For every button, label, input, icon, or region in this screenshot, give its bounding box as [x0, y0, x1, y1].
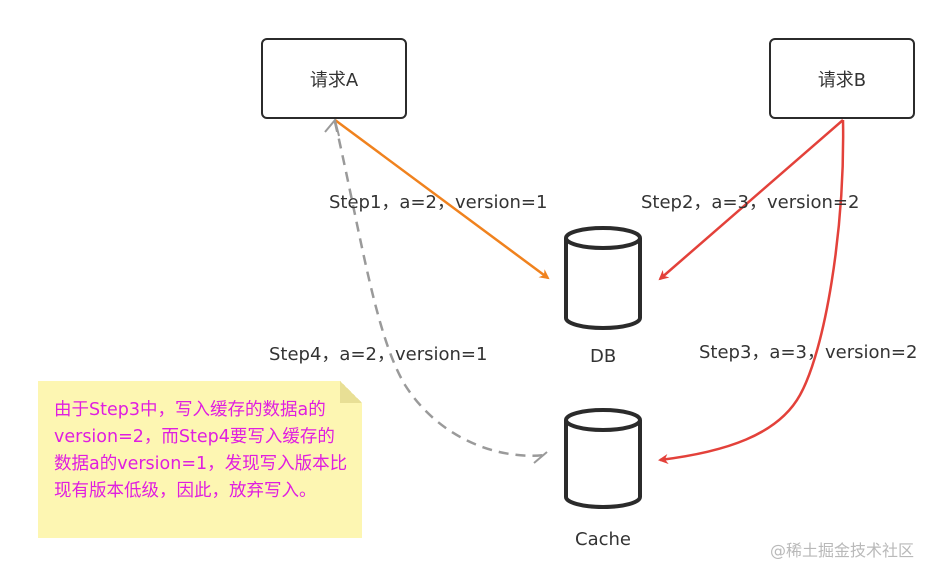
step4-label: Step4，a=2，version=1	[269, 344, 488, 365]
watermark: @稀土掘金技术社区	[770, 541, 915, 560]
cache-cylinder-icon	[564, 408, 642, 509]
step4-arrow-tail-icon	[533, 451, 548, 464]
step3-arrow	[658, 119, 845, 464]
request-a-label: 请求A	[309, 69, 359, 91]
sticky-note: 由于Step3中，写入缓存的数据a的version=2，而Step4要写入缓存的…	[38, 381, 362, 538]
step2-arrow	[658, 119, 844, 281]
note-fold-corner	[340, 381, 362, 403]
db-cylinder-icon	[564, 226, 642, 330]
step1-label: Step1，a=2，version=1	[329, 192, 548, 213]
step3-label: Step3，a=3，version=2	[699, 342, 918, 363]
note-text: 由于Step3中，写入缓存的数据a的version=2，而Step4要写入缓存的…	[54, 400, 348, 501]
cache-label: Cache	[575, 529, 631, 550]
step4-arrow	[333, 121, 546, 457]
db-label: DB	[590, 346, 617, 367]
request-b-node: 请求B	[769, 38, 915, 119]
step2-label: Step2，a=3，version=2	[641, 192, 860, 213]
request-a-node: 请求A	[261, 38, 407, 119]
step1-arrow	[334, 118, 550, 280]
request-b-label: 请求B	[817, 69, 867, 91]
step4-arrow-head-icon	[324, 117, 340, 137]
